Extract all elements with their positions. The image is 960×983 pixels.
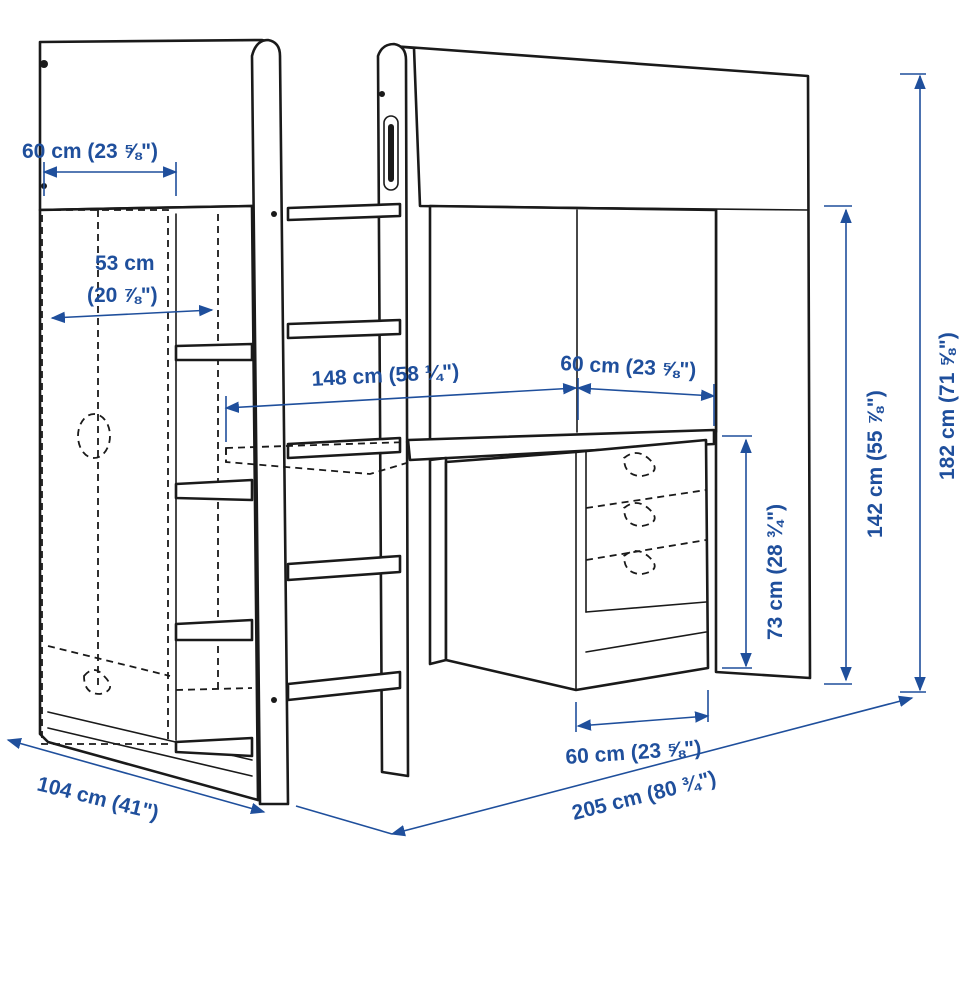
label-top-width: 60 cm (23 ⅝") xyxy=(22,140,158,163)
label-under-bed-height: 142 cm (55 ⅞") xyxy=(864,390,887,538)
loft-bed-drawing xyxy=(38,38,812,806)
dim-line-total-width xyxy=(6,737,266,815)
screw-icon xyxy=(40,60,48,68)
label-total-length: 205 cm (80 ¾") xyxy=(570,767,719,825)
dim-line-desk-depth xyxy=(576,383,716,401)
drawer-handle-icon xyxy=(623,502,656,527)
drawer-handle-icon xyxy=(623,550,656,575)
label-total-width: 104 cm (41") xyxy=(35,773,161,825)
label-wardrobe-depth-inches: (20 ⅞") xyxy=(87,284,158,307)
drawer-unit xyxy=(444,438,710,692)
label-total-height: 182 cm (71 ⅝") xyxy=(936,332,959,480)
dimension-lines xyxy=(6,73,926,837)
dim-line-bottom-depth xyxy=(576,711,710,731)
dim-line-total-length xyxy=(390,695,914,837)
label-desk-height: 73 cm (28 ¾") xyxy=(764,504,787,640)
back-panel xyxy=(428,204,718,442)
right-end-panel xyxy=(390,44,812,680)
dim-line-desk-width xyxy=(224,382,578,414)
door-knob-icon xyxy=(77,413,111,459)
handle-slot-icon xyxy=(383,115,399,191)
label-bottom-depth: 60 cm (23 ⅝") xyxy=(565,737,702,769)
drawer-handle-icon xyxy=(623,452,656,477)
ladder-left-rail xyxy=(250,38,290,806)
label-wardrobe-depth: 53 cm xyxy=(95,252,155,275)
dim-line-wardrobe-depth xyxy=(50,304,214,324)
drawer-handle-icon xyxy=(83,669,111,695)
